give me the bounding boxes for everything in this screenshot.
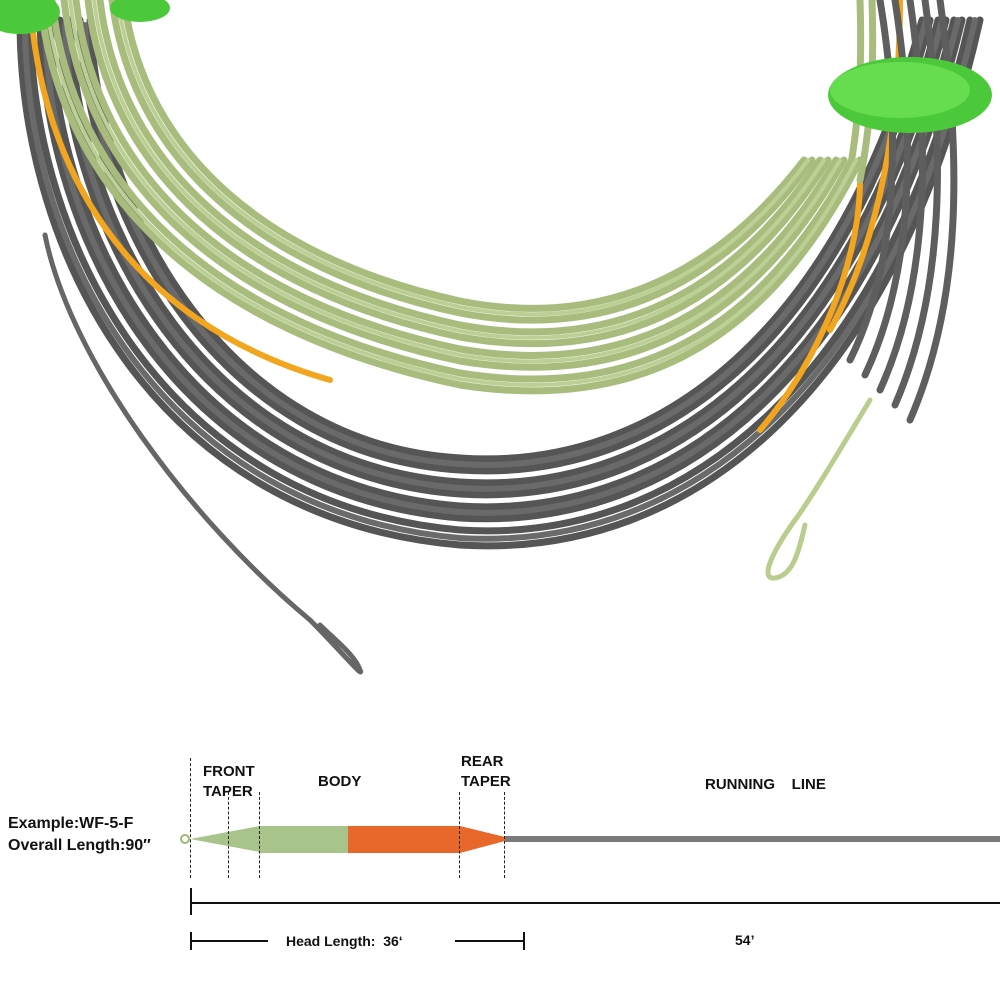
divider-front-taper-start [228, 792, 229, 878]
running-line-loop [42, 232, 364, 675]
front-taper-label-line1: FRONT [203, 763, 255, 780]
tip-loop [180, 834, 190, 844]
front-taper-loop [765, 397, 873, 581]
front-taper-label-line2: TAPER [203, 783, 253, 800]
front-taper-segment [190, 826, 260, 852]
example-label: Example:WF-5-F [8, 815, 134, 832]
divider-tip [190, 758, 191, 878]
body-label: BODY [318, 773, 362, 790]
running-line-segment [505, 836, 1000, 842]
running-length-label: 54’ [735, 932, 755, 948]
divider-rear-taper-start [459, 792, 460, 878]
rear-taper-label-line1: REAR [461, 753, 504, 770]
divider-rear-taper-end [504, 792, 505, 878]
body-segment-green [260, 826, 348, 853]
divider-front-taper-end [259, 792, 260, 878]
rear-taper-label: REAR TAPER [461, 752, 511, 792]
green-wrap [0, 0, 992, 133]
fly-line-coil-photo [0, 0, 992, 675]
line-profile-shape [180, 826, 1000, 950]
running-line-label: RUNNING LINE [705, 776, 826, 793]
line-profile-diagram: FRONT TAPER BODY REAR TAPER RUNNING LINE… [0, 700, 1000, 1000]
front-taper-label: FRONT TAPER [203, 762, 255, 802]
head-length-label: Head Length: 36‘ [286, 933, 403, 949]
rear-taper-label-line2: TAPER [461, 773, 511, 790]
overall-length-label: Overall Length:90″ [8, 837, 151, 854]
body-segment-orange [348, 826, 460, 853]
rear-taper-segment [460, 826, 505, 853]
